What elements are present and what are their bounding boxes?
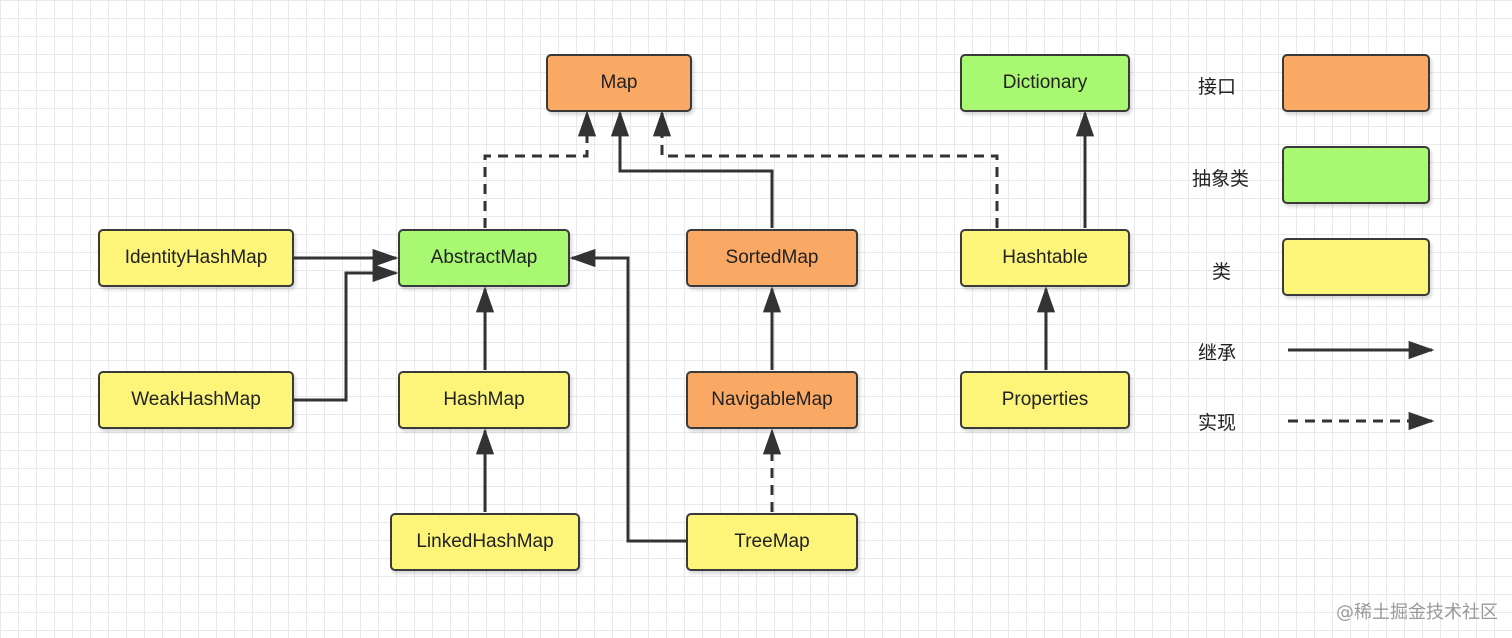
legend-implementation-label: 实现 xyxy=(1198,412,1237,434)
node-hash-map-label: HashMap xyxy=(443,389,525,410)
legend-interface-label: 接口 xyxy=(1198,76,1237,98)
legend-abstract-class-label: 抽象类 xyxy=(1192,168,1250,190)
node-abstract-map-label: AbstractMap xyxy=(430,247,538,268)
legend-interface-swatch xyxy=(1282,54,1430,112)
node-sorted-map: SortedMap xyxy=(686,229,858,287)
node-weak-hash-map-label: WeakHashMap xyxy=(131,389,261,410)
node-dictionary-label: Dictionary xyxy=(1002,72,1088,93)
node-sorted-map-label: SortedMap xyxy=(725,247,819,268)
node-weak-hash-map: WeakHashMap xyxy=(98,371,294,429)
node-tree-map-label: TreeMap xyxy=(734,531,810,552)
node-hash-map: HashMap xyxy=(398,371,570,429)
edge-abstractmap-map xyxy=(483,110,597,228)
node-hashtable: Hashtable xyxy=(960,229,1130,287)
node-linked-hash-map-label: LinkedHashMap xyxy=(416,531,554,552)
legend-abstract-class-swatch xyxy=(1282,146,1430,204)
node-linked-hash-map: LinkedHashMap xyxy=(390,513,580,571)
legend-inheritance-label: 继承 xyxy=(1198,342,1237,364)
node-hashtable-label: Hashtable xyxy=(1002,247,1088,268)
legend-class-label: 类 xyxy=(1212,261,1232,283)
node-navigable-map: NavigableMap xyxy=(686,371,858,429)
node-properties-label: Properties xyxy=(1001,389,1089,410)
node-map: Map xyxy=(546,54,692,112)
edge-sortedmap-map xyxy=(610,110,774,228)
edge-treemap-abstractmap xyxy=(569,248,686,543)
node-dictionary: Dictionary xyxy=(960,54,1130,112)
watermark: @稀土掘金技术社区 xyxy=(1336,602,1498,623)
node-navigable-map-label: NavigableMap xyxy=(711,389,833,410)
node-identity-hash-map-label: IdentityHashMap xyxy=(124,247,268,268)
node-abstract-map: AbstractMap xyxy=(398,229,570,287)
node-map-label: Map xyxy=(600,72,638,93)
node-tree-map: TreeMap xyxy=(686,513,858,571)
legend-class-swatch xyxy=(1282,238,1430,296)
edge-weakhashmap-abstractmap xyxy=(294,263,399,402)
node-properties: Properties xyxy=(960,371,1130,429)
node-identity-hash-map: IdentityHashMap xyxy=(98,229,294,287)
edge-hashtable-map xyxy=(652,110,999,228)
